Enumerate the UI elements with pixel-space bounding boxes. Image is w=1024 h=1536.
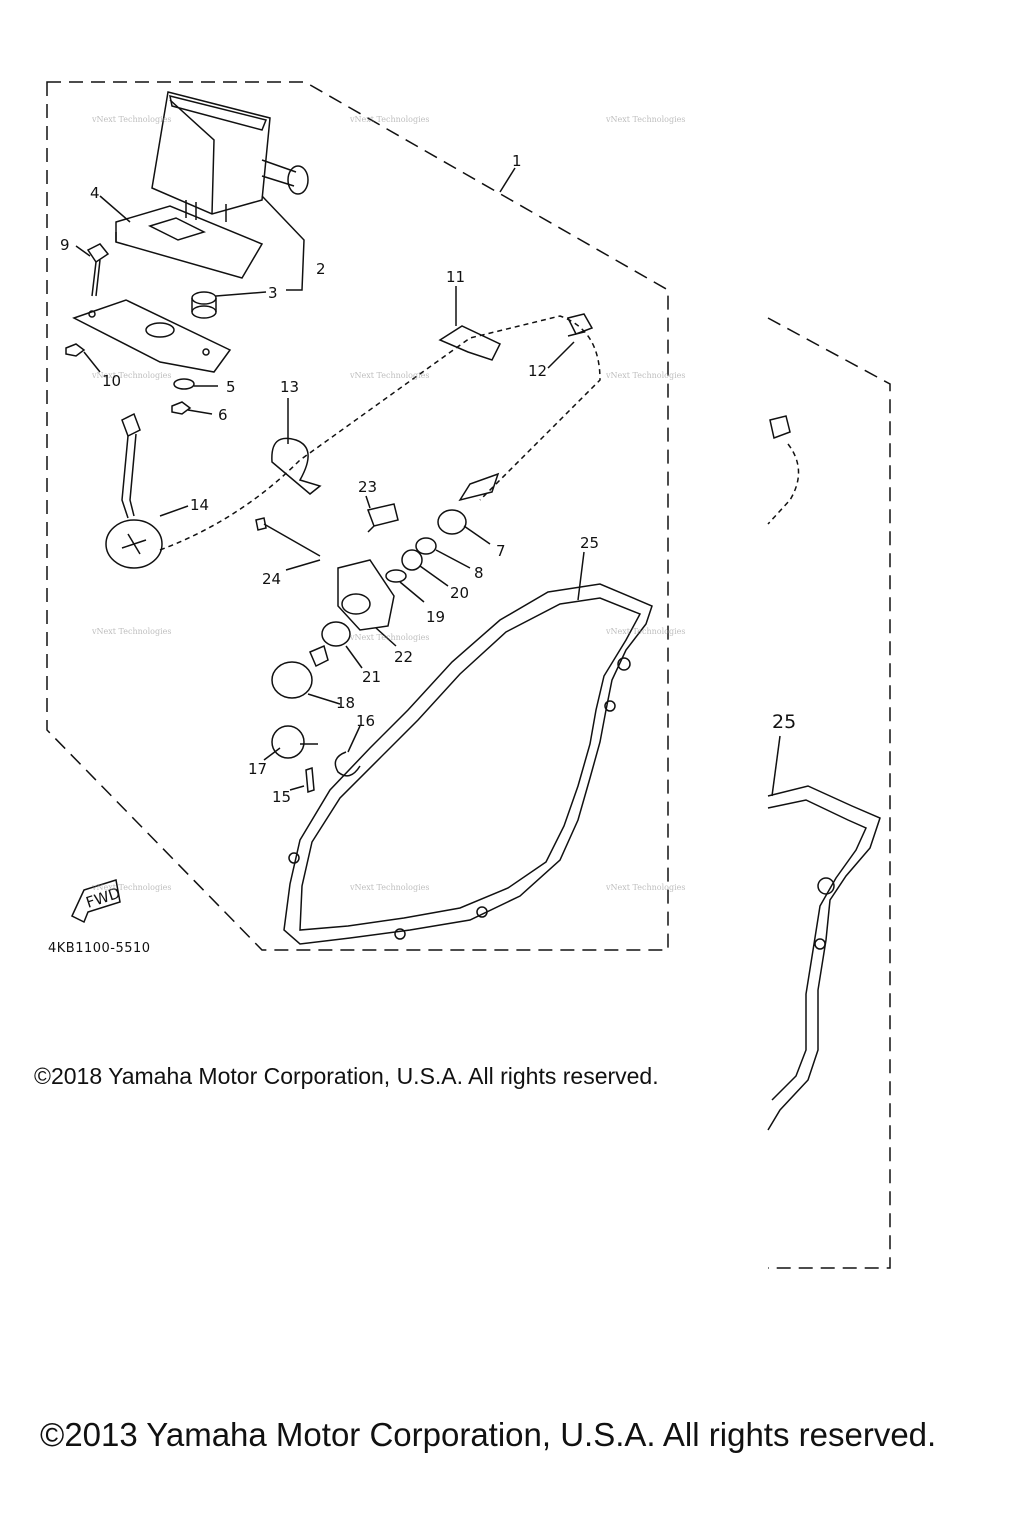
watermark: vNext Technologies	[605, 627, 685, 636]
drive-assembly	[255, 472, 500, 631]
callout-12: 12	[528, 362, 547, 380]
watermarks: vNext Technologies vNext Technologies vN…	[91, 115, 685, 892]
grommet	[191, 291, 217, 319]
callout-7: 7	[496, 542, 506, 560]
bolt	[86, 243, 110, 297]
callout-13: 13	[280, 378, 299, 396]
callout-14: 14	[190, 496, 209, 514]
callout-9: 9	[60, 236, 70, 254]
callout-3: 3	[268, 284, 278, 302]
callout-18: 18	[336, 694, 355, 712]
callout-10: 10	[102, 372, 121, 390]
callout-2: 2	[316, 260, 326, 278]
watermark: vNext Technologies	[91, 115, 171, 124]
callout-24: 24	[262, 570, 281, 588]
watermark: vNext Technologies	[605, 883, 685, 892]
meter-cable	[105, 315, 601, 569]
callout-6: 6	[218, 406, 228, 424]
band-clamp	[271, 437, 322, 495]
diagram-code: 4KB1100-5510	[48, 941, 151, 956]
watermark: vNext Technologies	[349, 633, 429, 642]
watermark: vNext Technologies	[605, 115, 685, 124]
watermark: vNext Technologies	[349, 883, 429, 892]
cable-guide	[438, 325, 502, 361]
watermark: vNext Technologies	[91, 627, 171, 636]
callout-17: 17	[248, 760, 267, 778]
inset-boundary	[767, 317, 891, 1269]
gasket-inner	[299, 597, 642, 931]
callout-1: 1	[512, 152, 522, 170]
nut	[65, 343, 86, 357]
gasket	[283, 583, 653, 945]
driven-gear	[271, 644, 329, 699]
watermark: vNext Technologies	[349, 371, 429, 380]
meter-unit	[151, 91, 309, 222]
callout-23: 23	[358, 478, 377, 496]
callout-22: 22	[394, 648, 413, 666]
callout-11: 11	[446, 268, 465, 286]
watermark: vNext Technologies	[349, 115, 429, 124]
callout-25: 25	[580, 534, 599, 552]
base-plate	[72, 299, 232, 373]
washer	[173, 378, 195, 390]
callout-16: 16	[356, 712, 375, 730]
callout-21: 21	[362, 668, 381, 686]
copyright-2018: ©2018 Yamaha Motor Corporation, U.S.A. A…	[34, 1063, 659, 1089]
pin	[305, 766, 315, 794]
watermark: vNext Technologies	[91, 883, 171, 892]
callout-19: 19	[426, 608, 445, 626]
cable-clamp	[566, 313, 594, 337]
drive-gear	[271, 725, 318, 759]
callout-15: 15	[272, 788, 291, 806]
watermark: vNext Technologies	[605, 371, 685, 380]
callout-labels: 1 2 3 4 5 6 7 8 9 10 11 12 13 14 15 16 1…	[60, 152, 796, 806]
assembly-boundary	[46, 81, 669, 951]
callout-20: 20	[450, 584, 469, 602]
callout-5: 5	[226, 378, 236, 396]
seal	[321, 621, 351, 647]
callout-4: 4	[90, 184, 100, 202]
nut	[171, 401, 192, 415]
watermark: vNext Technologies	[91, 371, 171, 380]
meter-bracket	[115, 205, 264, 279]
circlip	[334, 751, 361, 777]
inset-gasket	[767, 785, 881, 1131]
copyright-2013: ©2013 Yamaha Motor Corporation, U.S.A. A…	[40, 1416, 937, 1453]
callout-8: 8	[474, 564, 484, 582]
inset-callout-25: 25	[772, 711, 796, 733]
